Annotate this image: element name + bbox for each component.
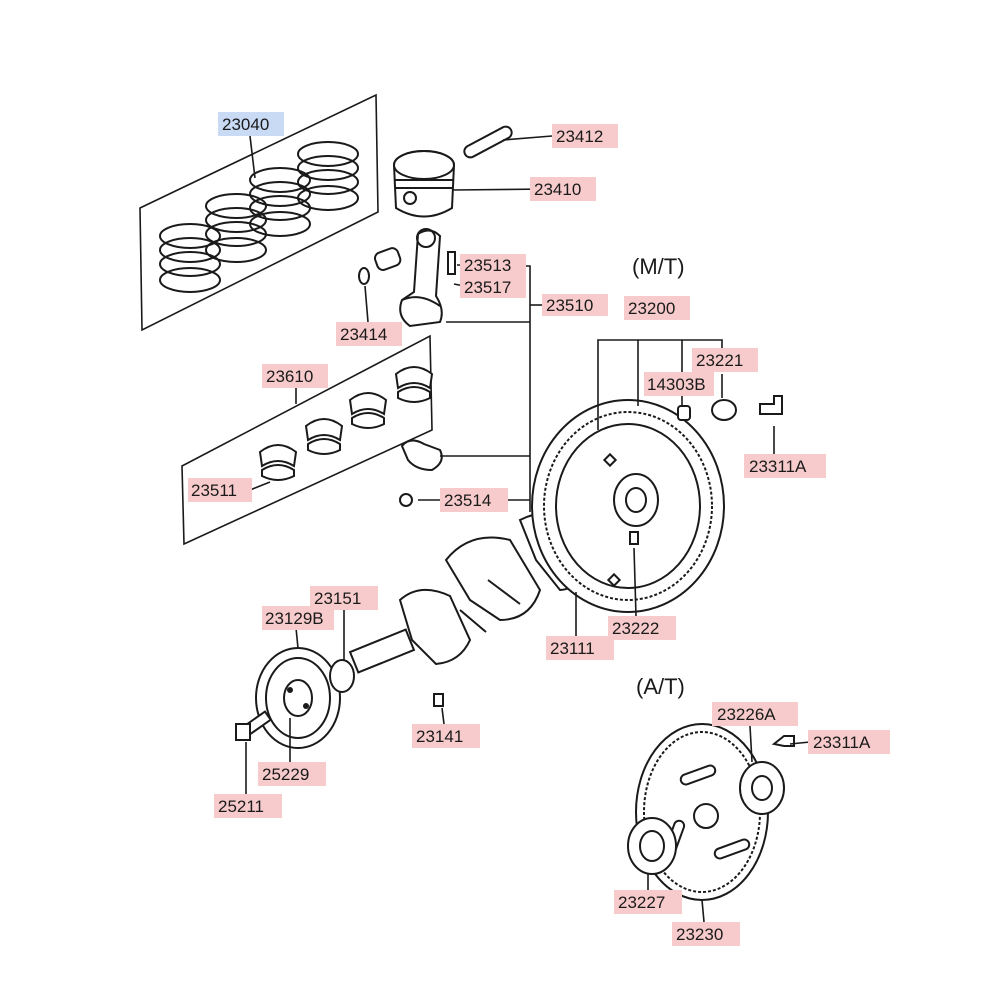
mt-section-label: (M/T) bbox=[632, 254, 685, 279]
callout-23129b-text: 23129B bbox=[265, 609, 324, 628]
callout-23610-text: 23610 bbox=[266, 367, 313, 386]
crankshaft-bearing-set-drawing bbox=[181, 334, 434, 546]
callout-23230[interactable]: 23230 bbox=[672, 922, 740, 946]
callout-14303b[interactable]: 14303B bbox=[644, 372, 714, 396]
callout-23311a-at-text: 23311A bbox=[813, 733, 871, 752]
callout-25211-text: 25211 bbox=[218, 797, 264, 816]
callout-23141-text: 23141 bbox=[416, 727, 463, 746]
callout-23040-text: 23040 bbox=[222, 115, 269, 134]
connecting-rod-cap-drawing bbox=[399, 439, 443, 507]
piston-drawing bbox=[393, 150, 455, 218]
callout-23221-text: 23221 bbox=[696, 351, 743, 370]
callout-23230-text: 23230 bbox=[676, 925, 723, 944]
callout-25211[interactable]: 25211 bbox=[214, 794, 282, 818]
callout-23227-text: 23227 bbox=[618, 893, 665, 912]
callout-23514[interactable]: 23514 bbox=[440, 488, 508, 512]
callout-23410-text: 23410 bbox=[534, 180, 581, 199]
callout-23129b[interactable]: 23129B bbox=[262, 606, 334, 630]
callout-23200-text: 23200 bbox=[628, 299, 675, 318]
callout-23226a-text: 23226A bbox=[717, 705, 776, 724]
callout-23510[interactable]: 23510 bbox=[542, 294, 608, 316]
callout-23040[interactable]: 23040 bbox=[218, 112, 284, 136]
at-section-label: (A/T) bbox=[636, 674, 685, 699]
mt-flywheel-drawing bbox=[531, 395, 783, 613]
crankshaft-pulley-drawing bbox=[235, 647, 444, 749]
callout-23200[interactable]: 23200 bbox=[624, 296, 690, 320]
callout-23514-text: 23514 bbox=[444, 491, 491, 510]
piston-ring-set-drawing bbox=[139, 93, 379, 332]
callout-23513-text: 23513 bbox=[464, 256, 511, 275]
callout-23141[interactable]: 23141 bbox=[412, 724, 480, 748]
callout-23511-text: 23511 bbox=[191, 481, 237, 500]
callout-23517[interactable]: 23517 bbox=[460, 276, 526, 298]
callout-23111-text: 23111 bbox=[550, 639, 595, 658]
callout-23510-text: 23510 bbox=[546, 296, 593, 315]
callout-23414[interactable]: 23414 bbox=[336, 322, 402, 346]
callout-23221[interactable]: 23221 bbox=[692, 348, 758, 372]
piston-pin-drawing bbox=[463, 125, 513, 159]
callout-23511[interactable]: 23511 bbox=[188, 478, 252, 502]
callout-14303b-text: 14303B bbox=[647, 375, 706, 394]
callout-23226a[interactable]: 23226A bbox=[712, 702, 798, 726]
callout-23610[interactable]: 23610 bbox=[262, 364, 328, 388]
callout-25229[interactable]: 25229 bbox=[258, 762, 326, 786]
callout-23412[interactable]: 23412 bbox=[552, 124, 618, 148]
callout-25229-text: 25229 bbox=[262, 765, 309, 784]
callout-23111[interactable]: 23111 bbox=[546, 636, 614, 660]
callout-23414-text: 23414 bbox=[340, 325, 387, 344]
callout-23222[interactable]: 23222 bbox=[608, 616, 676, 640]
callout-23311a-at[interactable]: 23311A bbox=[808, 730, 890, 754]
callout-23151[interactable]: 23151 bbox=[310, 586, 378, 610]
callout-23513[interactable]: 23513 bbox=[460, 254, 526, 276]
callout-23311a-mt-text: 23311A bbox=[749, 457, 807, 476]
callout-23227[interactable]: 23227 bbox=[614, 890, 682, 914]
callout-23410[interactable]: 23410 bbox=[530, 177, 596, 201]
callout-23412-text: 23412 bbox=[556, 127, 603, 146]
callout-23311a-mt[interactable]: 23311A bbox=[744, 454, 826, 478]
at-drive-plate-drawing bbox=[627, 723, 795, 901]
callout-23222-text: 23222 bbox=[612, 619, 659, 638]
callout-23151-text: 23151 bbox=[314, 589, 361, 608]
callout-23517-text: 23517 bbox=[464, 278, 511, 297]
connecting-rod-drawing bbox=[358, 228, 456, 328]
